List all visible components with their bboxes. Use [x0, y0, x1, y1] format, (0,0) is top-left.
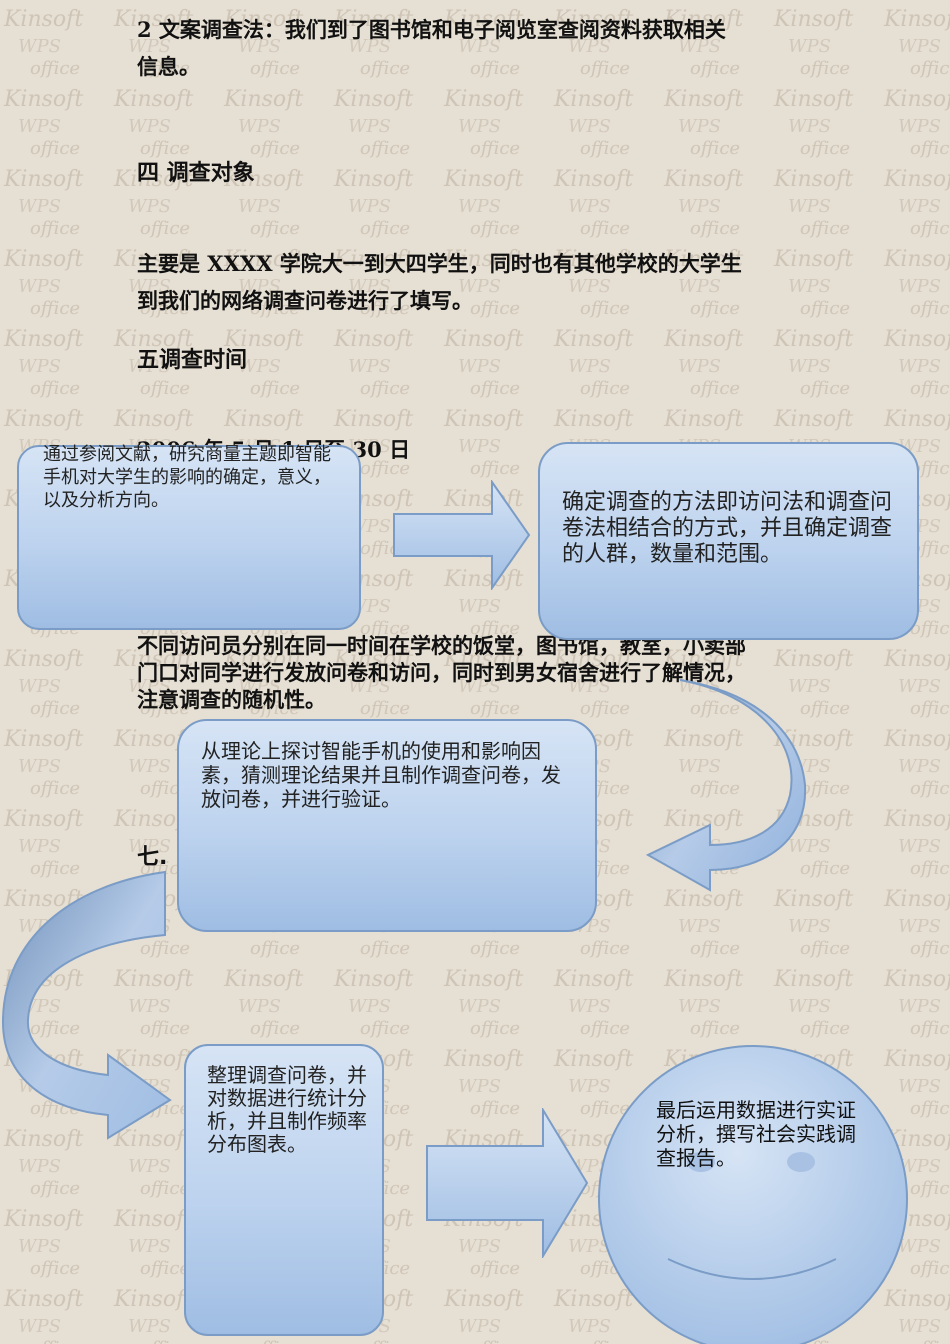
subjects-paragraph-line2: 到我们的网络调查问卷进行了填写。: [137, 288, 473, 313]
flow-step-5-text: 最后运用数据进行实证分析，撰写社会实践调查报告。: [656, 1098, 856, 1170]
method-line-cont: 信息。: [137, 54, 200, 79]
flow-step-4-text: 整理调查问卷，并对数据进行统计分析，并且制作频率分布图表。: [207, 1063, 367, 1156]
heading-seven: 七.: [137, 845, 168, 870]
curved-arrow-down-left-icon: [645, 679, 807, 892]
flow-step-3-text: 从理论上探讨智能手机的使用和影响因素，猜测理论结果并且制作调查问卷，发放问卷，并…: [201, 739, 561, 811]
interview-paragraph-line3: 注意调查的随机性。: [137, 687, 326, 712]
flow-step-1-box: 通过参阅文献，研究商量主题即智能手机对大学生的影响的确定，意义，以及分析方向。: [17, 444, 361, 630]
method-line: 2 文案调查法：我们到了图书馆和电子阅览室查阅资料获取相关: [137, 17, 726, 42]
flow-step-1-text: 通过参阅文献，研究商量主题即智能手机对大学生的影响的确定，意义，以及分析方向。: [43, 444, 331, 511]
heading-survey-time: 五调查时间: [137, 348, 248, 373]
arrow-right-icon: [393, 480, 531, 590]
flow-step-2-box: 确定调查的方法即访问法和调查问卷法相结合的方式，并且确定调查的人群，数量和范围。: [538, 442, 919, 640]
heading-survey-subjects: 四 调查对象: [137, 161, 255, 186]
flow-step-4-box: 整理调查问卷，并对数据进行统计分析，并且制作频率分布图表。: [184, 1044, 384, 1336]
interview-paragraph-line2: 门口对同学进行发放问卷和访问，同时到男女宿舍进行了解情况，: [137, 660, 746, 685]
flow-step-3-box: 从理论上探讨智能手机的使用和影响因素，猜测理论结果并且制作调查问卷，发放问卷，并…: [177, 719, 597, 932]
curved-arrow-down-right-icon: [1, 870, 172, 1140]
arrow-right-icon-2: [426, 1108, 589, 1258]
subjects-paragraph-line1: 主要是 XXXX 学院大一到大四学生，同时也有其他学校的大学生: [137, 251, 742, 276]
smiley-face-icon: [598, 1045, 908, 1344]
flow-step-2-text: 确定调查的方法即访问法和调查问卷法相结合的方式，并且确定调查的人群，数量和范围。: [562, 490, 893, 567]
